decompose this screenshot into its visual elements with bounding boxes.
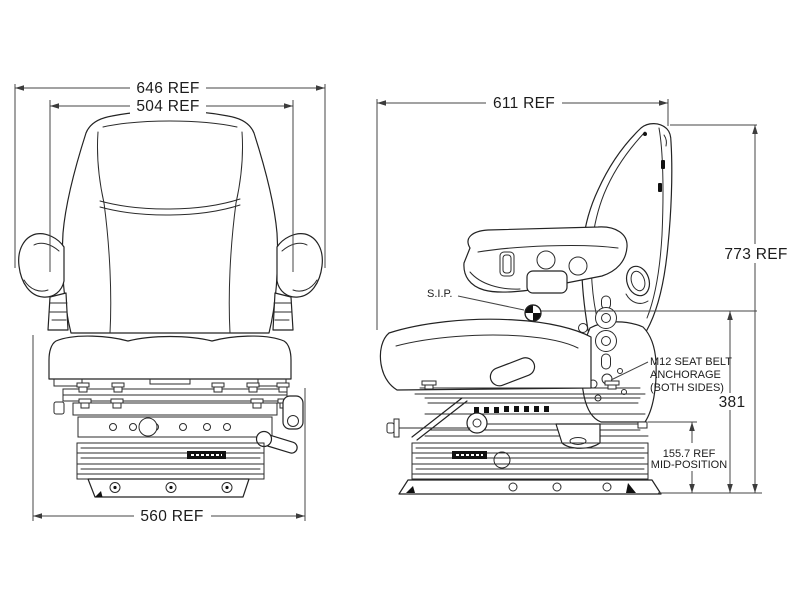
side-rail-hatch — [474, 406, 549, 413]
callout-belt-anchorage: M12 SEAT BELT ANCHORAGE (BOTH SIDES) — [610, 356, 732, 394]
front-hole-row — [109, 417, 231, 437]
callout-sip: S.I.P. — [427, 288, 542, 322]
front-base-plate — [87, 478, 250, 498]
dim-mid-position: 155.7 REF MID-POSITION — [648, 421, 762, 494]
belt-label-line1: M12 SEAT BELT — [650, 356, 732, 368]
dim-label-773: 773 REF — [724, 246, 787, 263]
front-backrest-seam-horizontal — [99, 198, 241, 216]
side-recliner-bracket — [542, 295, 657, 423]
dim-sip-height: 381 — [541, 310, 757, 493]
belt-label-line2: ANCHORAGE — [650, 369, 721, 381]
side-backrest-seam-back — [646, 127, 664, 319]
dim-label-381: 381 — [719, 394, 746, 411]
side-backrest-seam-front — [590, 131, 646, 323]
front-armrest-right — [272, 233, 323, 331]
side-bellows — [411, 442, 649, 480]
side-recliner-knob — [625, 265, 651, 304]
front-cushion — [48, 335, 292, 380]
front-backrest-top-seam — [102, 120, 238, 128]
front-suspension-frame — [53, 382, 304, 454]
side-backrest-notch — [663, 134, 667, 147]
belt-label-line3: (BOTH SIDES) — [650, 382, 724, 394]
front-left-knob — [53, 401, 65, 415]
dim-depth: 611 REF — [376, 94, 669, 330]
front-view — [18, 110, 323, 498]
dim-rail-width: 560 REF — [32, 335, 306, 525]
front-right-bracket — [282, 395, 304, 430]
side-bellows-detail — [493, 451, 511, 469]
sip-label: S.I.P. — [427, 288, 452, 300]
side-base-plate — [398, 479, 662, 495]
dim-label-646: 646 REF — [136, 80, 199, 97]
side-belt-buckle — [489, 357, 536, 387]
dim-label-611: 611 REF — [493, 95, 555, 112]
side-armrest — [463, 226, 628, 294]
side-view — [379, 123, 673, 495]
side-cushion — [379, 318, 592, 391]
side-belt-guide-bolts — [643, 132, 665, 192]
dim-front-overall-width: 646 REF — [14, 79, 326, 268]
side-scissor-lever — [411, 397, 468, 441]
dim-label-560: 560 REF — [140, 508, 203, 525]
dim-backrest-width: 504 REF — [49, 98, 294, 272]
side-brand-label — [452, 451, 487, 459]
side-pivot — [466, 412, 488, 434]
dimensions: 646 REF 504 REF 560 REF 611 REF — [14, 79, 794, 525]
front-backrest-seam-right — [228, 131, 244, 334]
front-armrest-left — [18, 233, 69, 331]
dim-overall-height: 773 REF — [670, 124, 794, 493]
front-bellows — [76, 442, 265, 480]
dim-label-155-line2: MID-POSITION — [651, 459, 727, 471]
dim-label-504: 504 REF — [136, 98, 199, 115]
front-backrest — [61, 110, 279, 334]
sip-marker — [524, 304, 542, 322]
side-lower-bracket — [555, 423, 601, 449]
dim-label-155-line1: 155.7 REF — [663, 448, 716, 460]
side-cushion-seam — [395, 334, 579, 349]
front-bolts-top — [76, 382, 290, 393]
